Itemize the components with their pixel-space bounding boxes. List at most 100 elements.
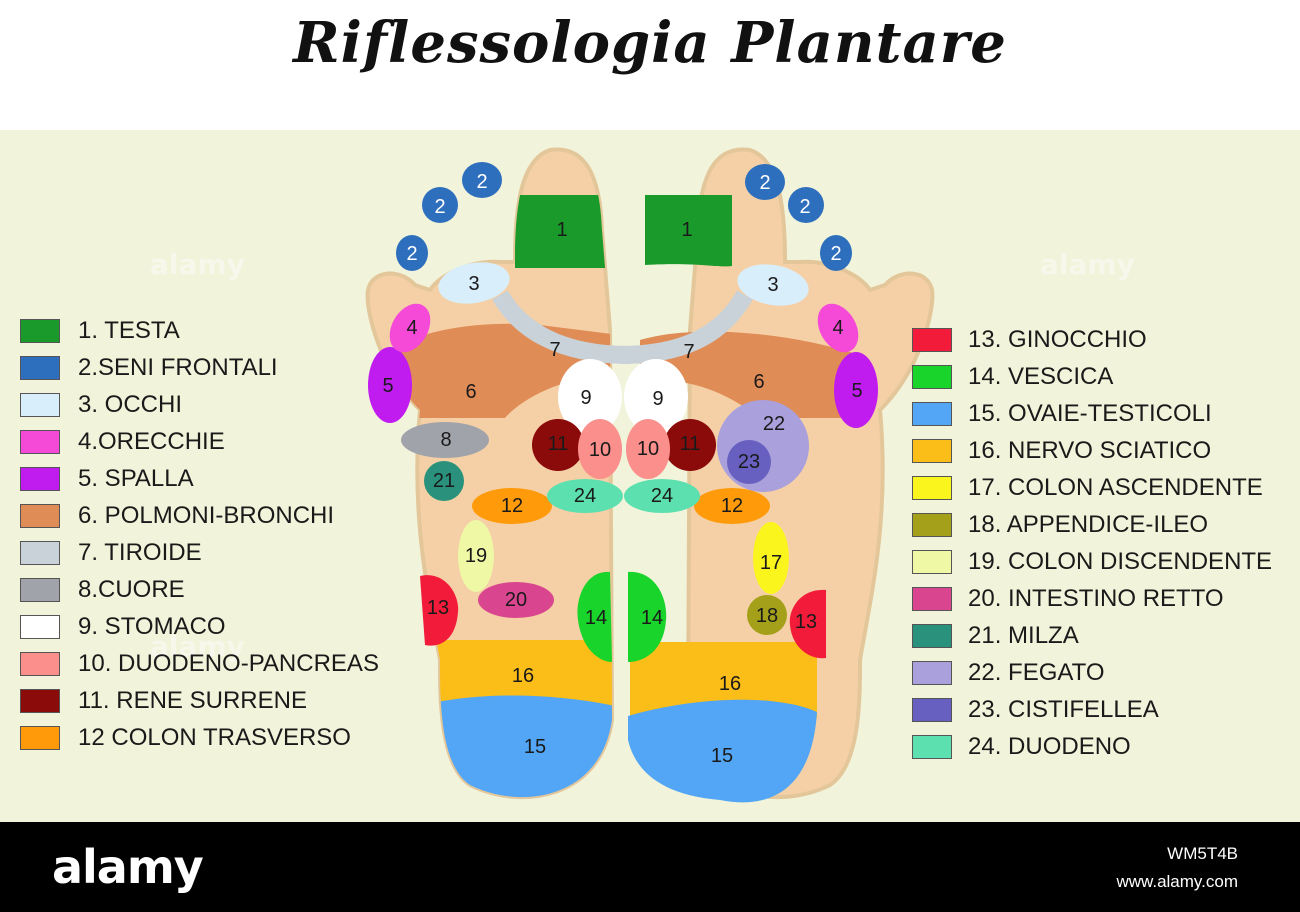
zone-label-4: 4 <box>832 317 843 339</box>
legend-item: 22. FEGATO <box>912 654 1272 691</box>
legend-swatch <box>20 355 60 380</box>
zone-label-23: 23 <box>738 451 760 473</box>
zone-17 <box>753 522 789 594</box>
zone-2 <box>462 162 502 198</box>
zone-label-17: 17 <box>760 552 782 574</box>
legend-swatch <box>912 401 952 426</box>
zone-label-2: 2 <box>759 172 770 194</box>
legend-item: 16. NERVO SCIATICO <box>912 432 1272 469</box>
right-foot <box>619 147 935 803</box>
legend-item: 8.CUORE <box>20 571 379 608</box>
zone-label-21: 21 <box>433 470 455 492</box>
legend-swatch <box>20 466 60 491</box>
footer-url: www.alamy.com <box>1116 872 1238 891</box>
zone-3 <box>737 264 809 306</box>
zone-10 <box>626 419 670 479</box>
watermark: alamy <box>150 248 245 281</box>
zone-label-8: 8 <box>440 429 451 451</box>
zone-2 <box>422 187 458 223</box>
zone-label-2: 2 <box>799 196 810 218</box>
legend-swatch <box>20 688 60 713</box>
legend-item: 10. DUODENO-PANCREAS <box>20 645 379 682</box>
left-foot <box>365 147 631 800</box>
legend-item: 21. MILZA <box>912 617 1272 654</box>
zone-5 <box>368 347 412 423</box>
legend-item: 24. DUODENO <box>912 728 1272 765</box>
zone-5 <box>834 352 878 428</box>
legend-swatch <box>912 549 952 574</box>
zone-15 <box>628 699 817 803</box>
zone-label-12: 12 <box>501 495 523 517</box>
zone-14 <box>628 571 667 662</box>
feet-diagram: 1 2 2 2 3 4 5 6 7 9 8 11 10 21 12 24 19 … <box>365 147 935 803</box>
legend-swatch <box>20 725 60 750</box>
legend-label: 7. TIROIDE <box>78 538 202 566</box>
zone-label-1: 1 <box>681 219 692 241</box>
legend-label: 8.CUORE <box>78 575 185 603</box>
zone-label-7: 7 <box>683 341 694 363</box>
legend-item: 6. POLMONI-BRONCHI <box>20 497 379 534</box>
zone-11 <box>532 419 584 471</box>
zone-label-10: 10 <box>637 438 659 460</box>
legend-swatch <box>20 429 60 454</box>
legend-item: 19. COLON DISCENDENTE <box>912 543 1272 580</box>
zone-label-2: 2 <box>476 171 487 193</box>
zone-23 <box>727 440 771 484</box>
zone-label-15: 15 <box>524 736 546 758</box>
legend-label: 15. OVAIE-TESTICOLI <box>968 399 1212 427</box>
zone-7 <box>492 290 631 364</box>
legend-swatch <box>912 734 952 759</box>
legend-item: 7. TIROIDE <box>20 534 379 571</box>
legend-swatch <box>912 623 952 648</box>
legend-label: 18. APPENDICE-ILEO <box>968 510 1209 538</box>
legend-label: 11. RENE SURRENE <box>78 686 307 714</box>
legend-item: 4.ORECCHIE <box>20 423 379 460</box>
zone-12 <box>694 488 770 524</box>
zone-15 <box>400 695 612 798</box>
legend-left: 1. TESTA 2.SENI FRONTALI 3. OCCHI 4.OREC… <box>20 312 379 756</box>
right-foot-outline <box>685 147 935 800</box>
legend-swatch <box>20 503 60 528</box>
zone-label-20: 20 <box>505 589 527 611</box>
legend-swatch <box>20 651 60 676</box>
legend-swatch <box>912 327 952 352</box>
zone-label-24: 24 <box>574 485 596 507</box>
image-id: WM5T4B <box>1167 844 1238 863</box>
zone-7 <box>619 290 753 364</box>
legend-label: 17. COLON ASCENDENTE <box>968 473 1263 501</box>
zone-1 <box>515 195 605 268</box>
legend-item: 17. COLON ASCENDENTE <box>912 469 1272 506</box>
zone-3 <box>438 262 510 304</box>
legend-swatch <box>912 438 952 463</box>
zone-11 <box>664 419 716 471</box>
zone-label-6: 6 <box>753 371 764 393</box>
zone-4 <box>817 303 859 353</box>
zone-label-24: 24 <box>651 485 673 507</box>
watermark: alamy <box>1040 248 1135 281</box>
zone-8 <box>401 422 489 458</box>
legend-label: 13. GINOCCHIO <box>968 325 1147 353</box>
legend-label: 10. DUODENO-PANCREAS <box>78 649 379 677</box>
zone-13 <box>789 589 826 659</box>
legend-item: 18. APPENDICE-ILEO <box>912 506 1272 543</box>
legend-item: 3. OCCHI <box>20 386 379 423</box>
watermark: alamy <box>150 630 245 663</box>
legend-label: 14. VESCICA <box>968 362 1114 390</box>
legend-swatch <box>912 364 952 389</box>
zone-9 <box>624 359 688 435</box>
legend-swatch <box>20 577 60 602</box>
zone-18 <box>747 595 787 635</box>
zone-label-2: 2 <box>434 196 445 218</box>
zone-label-3: 3 <box>767 274 778 296</box>
legend-label: 4.ORECCHIE <box>78 427 225 455</box>
legend-label: 22. FEGATO <box>968 658 1105 686</box>
legend-label: 6. POLMONI-BRONCHI <box>78 501 335 529</box>
zone-4 <box>389 303 431 353</box>
zone-1 <box>645 195 732 267</box>
zone-9 <box>558 359 622 435</box>
zone-21 <box>424 461 464 501</box>
zone-16 <box>630 642 817 718</box>
legend-item: 9. STOMACO <box>20 608 379 645</box>
zone-label-12: 12 <box>721 495 743 517</box>
zone-label-7: 7 <box>549 339 560 361</box>
